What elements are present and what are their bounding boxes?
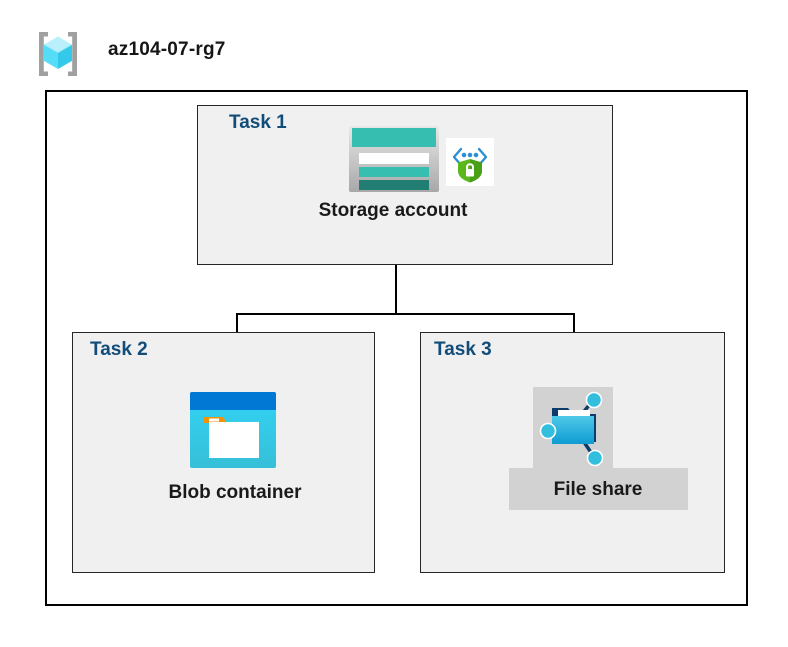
file-share-label: File share [553, 479, 643, 500]
task-3-label: Task 3 [434, 339, 492, 360]
storage-account-icon[interactable] [349, 126, 439, 192]
file-share-icon[interactable] [538, 390, 612, 468]
task-1-label: Task 1 [229, 112, 287, 133]
blob-container-label: Blob container [168, 482, 302, 503]
resource-group-icon [32, 28, 84, 80]
resource-group-name: az104-07-rg7 [108, 39, 226, 60]
resource-group-header: az104-07-rg7 [28, 26, 428, 82]
storage-account-label: Storage account [318, 200, 468, 221]
file-share-label-highlight [509, 468, 688, 510]
connector-storage-trunk [395, 265, 397, 315]
task-2-label: Task 2 [90, 339, 148, 360]
connector-horizontal-bus [236, 313, 575, 315]
blob-container-icon[interactable] [190, 392, 276, 468]
private-endpoint-shield-icon[interactable] [446, 138, 494, 186]
